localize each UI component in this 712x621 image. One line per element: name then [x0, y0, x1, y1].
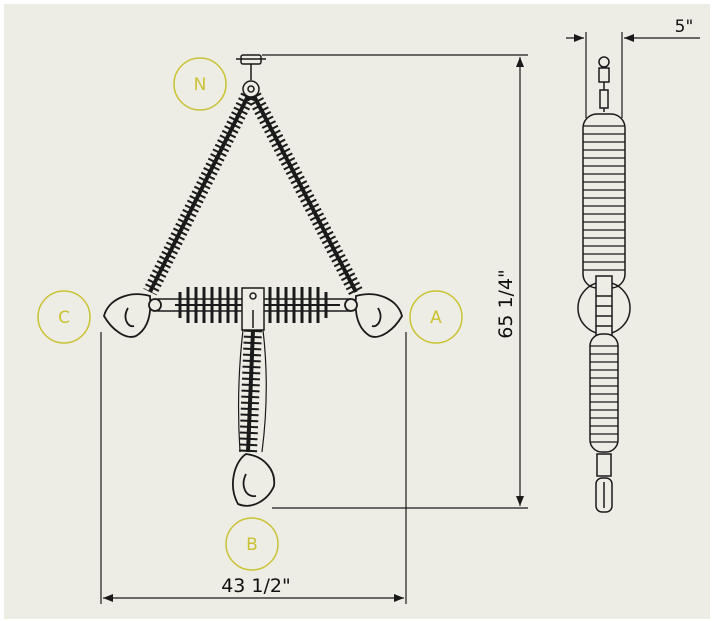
left-insulator-arm: [143, 92, 255, 296]
balloon-b-label: B: [246, 535, 258, 555]
clamp-b: [232, 453, 276, 507]
right-insulator-arm: [247, 92, 363, 296]
balloon-n-label: N: [194, 75, 207, 95]
lower-insulator: [237, 329, 267, 453]
balloon-a-label: A: [430, 308, 442, 328]
side-view: [577, 56, 631, 513]
dimension-lines: [100, 32, 700, 604]
clamp-a: [344, 293, 403, 338]
balloon-a: A: [409, 290, 463, 344]
height-dimension: 65 1/4": [495, 269, 517, 339]
clamp-c: [103, 293, 162, 338]
balloon-n: N: [173, 57, 227, 111]
balloon-c-label: C: [58, 308, 70, 328]
front-view: [103, 54, 403, 507]
width-dimension: 43 1/2": [221, 575, 291, 597]
balloon-b: B: [225, 517, 279, 571]
balloon-c: C: [37, 290, 91, 344]
depth-dimension: 5": [675, 17, 694, 37]
top-fitting: [236, 54, 266, 98]
center-bracket: [241, 287, 265, 331]
